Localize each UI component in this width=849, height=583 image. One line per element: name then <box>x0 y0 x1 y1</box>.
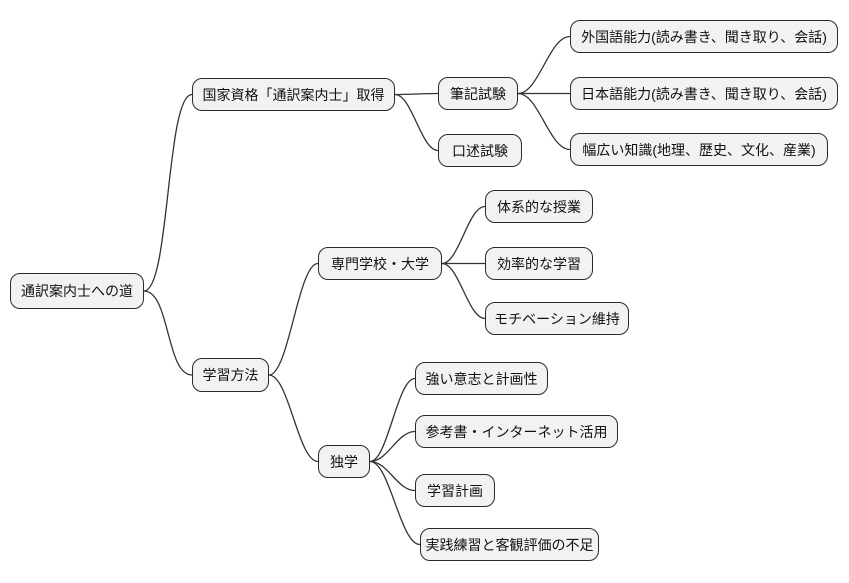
edge-self-to-willpower <box>369 377 416 463</box>
edge-license-to-oral-exam <box>394 93 439 152</box>
edge-written-to-foreign-language <box>517 35 571 95</box>
node-reference-books[interactable]: 参考書・インターネット活用 <box>415 415 618 448</box>
node-practice-gap[interactable]: 実践練習と客観評価の不足 <box>420 528 599 561</box>
node-willpower[interactable]: 強い意志と計画性 <box>415 362 548 395</box>
node-root[interactable]: 通訳案内士への道 <box>10 273 144 309</box>
node-oral-exam[interactable]: 口述試験 <box>438 134 522 167</box>
node-license[interactable]: 国家資格「通訳案内士」取得 <box>192 78 395 111</box>
edge-license-to-written-exam <box>394 92 439 96</box>
edge-root-to-study-method <box>143 290 193 376</box>
node-efficient-learning[interactable]: 効率的な学習 <box>485 247 593 280</box>
edge-written-to-broad-knowledge <box>517 92 571 151</box>
edge-school-to-motivation <box>441 262 486 320</box>
node-study-method[interactable]: 学習方法 <box>192 358 269 392</box>
edge-self-to-practice-gap <box>369 460 421 546</box>
edge-self-to-reference <box>369 430 416 463</box>
edge-school-to-systematic <box>441 205 486 265</box>
node-broad-knowledge[interactable]: 幅広い知識(地理、歴史、文化、産業) <box>570 133 828 166</box>
edge-method-to-self-study <box>268 374 319 463</box>
node-systematic-classes[interactable]: 体系的な授業 <box>485 190 593 223</box>
node-japanese-ability[interactable]: 日本語能力(読み書き、聞き取り、会話) <box>570 77 838 110</box>
node-written-exam[interactable]: 筆記試験 <box>438 77 518 110</box>
node-self-study[interactable]: 独学 <box>318 445 370 478</box>
node-school[interactable]: 専門学校・大学 <box>318 247 442 280</box>
node-study-plan[interactable]: 学習計画 <box>415 474 495 507</box>
edge-method-to-school <box>268 262 319 376</box>
node-foreign-language[interactable]: 外国語能力(読み書き、聞き取り、会話) <box>570 20 838 53</box>
edge-root-to-license <box>143 93 193 292</box>
node-motivation[interactable]: モチベーション維持 <box>485 302 629 335</box>
edge-self-to-study-plan <box>369 460 416 492</box>
